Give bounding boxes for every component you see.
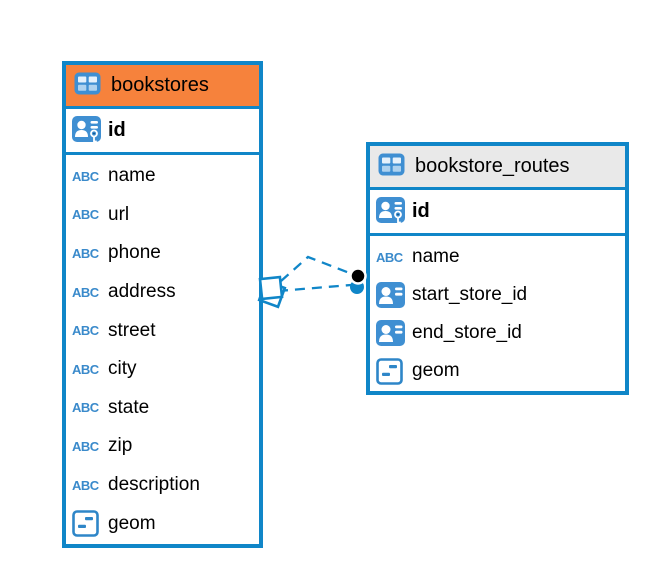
column-row-id[interactable]: id [66,109,259,152]
table-title: bookstores [111,74,209,96]
relationship-line-upper[interactable] [280,255,353,282]
column-row-description[interactable]: ABC description [66,466,259,505]
foreign-key-icon [376,319,412,347]
column-name: url [108,203,130,225]
column-row-city[interactable]: ABC city [66,350,259,389]
text-icon: ABC [72,323,99,339]
key-column-section: id [370,190,625,236]
table-icon [74,72,101,100]
text-icon: ABC [72,400,99,416]
column-row-end_store_id[interactable]: end_store_id [370,314,625,352]
column-row-url[interactable]: ABC url [66,196,259,235]
text-icon: ABC [72,477,99,493]
text-icon: ABC [72,168,99,184]
column-name: name [412,246,460,267]
column-row-name[interactable]: ABC name [370,238,625,276]
column-name: id [412,200,430,222]
relationship-line-lower[interactable] [277,283,352,293]
dot-marker [349,267,367,294]
geometry-icon [376,357,412,385]
table-bookstore-routes[interactable]: bookstore_routes id ABC name start_store_i… [366,142,629,395]
column-name: address [108,281,176,303]
column-name: geom [412,360,460,381]
column-name: street [108,319,156,341]
table-title: bookstore_routes [415,155,570,177]
column-row-start_store_id[interactable]: start_store_id [370,276,625,314]
primary-key-icon [376,197,412,226]
foreign-key-icon [376,281,412,309]
column-row-geom[interactable]: geom [370,352,625,390]
table-icon [378,153,405,181]
column-name: zip [108,435,133,457]
column-row-state[interactable]: ABC state [66,389,259,428]
text-icon: ABC [72,284,99,300]
diamond-marker [257,275,287,309]
column-row-id[interactable]: id [370,190,625,233]
column-row-phone[interactable]: ABC phone [66,234,259,273]
column-name: description [108,474,200,496]
column-row-geom[interactable]: geom [66,504,259,543]
table-header-bookstore-routes[interactable]: bookstore_routes [370,146,625,190]
column-row-name[interactable]: ABC name [66,157,259,196]
column-row-zip[interactable]: ABC zip [66,427,259,466]
column-row-street[interactable]: ABC street [66,311,259,350]
text-icon: ABC [72,207,99,223]
column-name: phone [108,242,161,264]
text-icon: ABC [72,361,99,377]
column-name: city [108,358,137,380]
primary-key-icon [72,116,108,145]
text-icon: ABC [72,438,99,454]
column-row-address[interactable]: ABC address [66,273,259,312]
column-name: start_store_id [412,284,528,305]
table-header-bookstores[interactable]: bookstores [66,65,259,109]
column-name: state [108,396,150,418]
column-name: name [108,165,156,187]
text-icon: ABC [72,245,99,261]
column-name: geom [108,512,156,534]
column-name: id [108,119,126,141]
key-column-section: id [66,109,259,155]
column-name: end_store_id [412,322,522,343]
geometry-icon [72,510,108,537]
text-icon: ABC [376,249,403,265]
